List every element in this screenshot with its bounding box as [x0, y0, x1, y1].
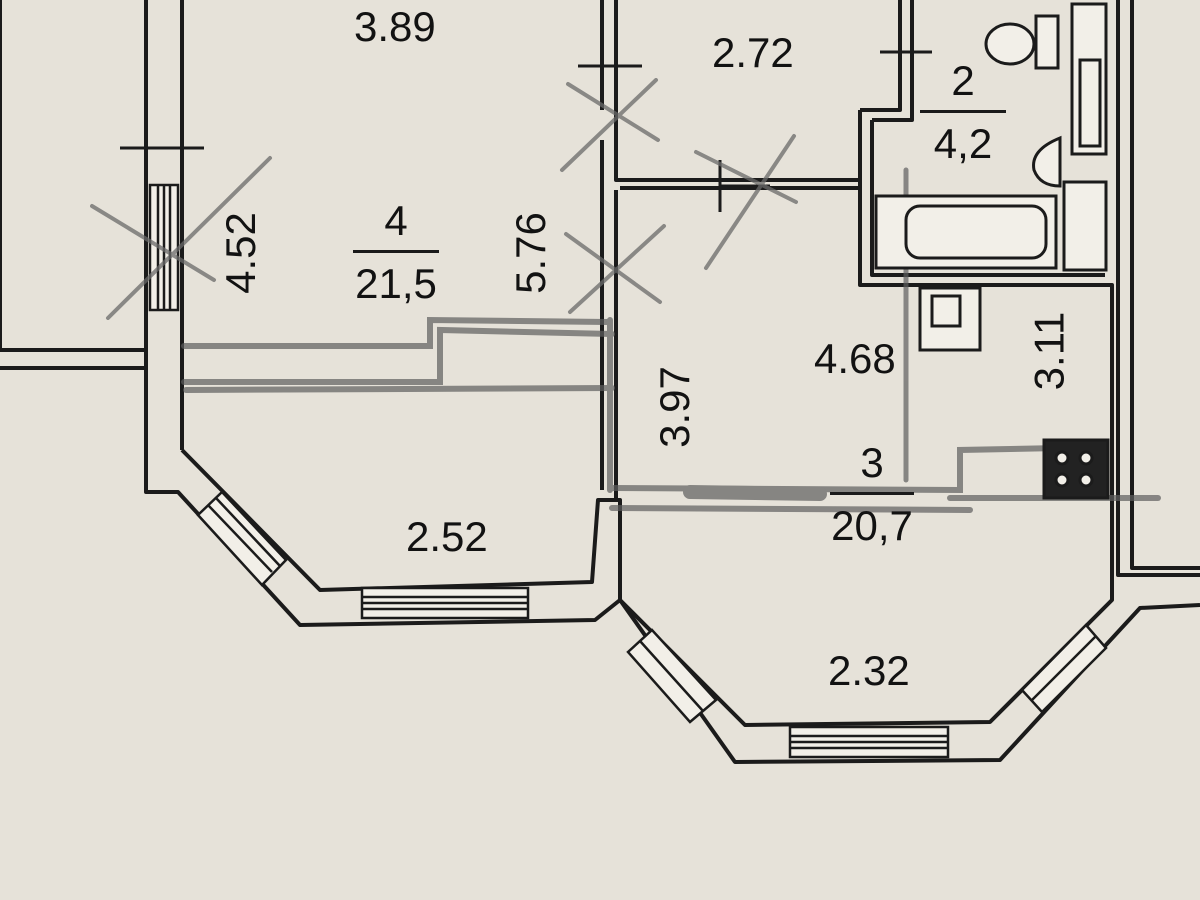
room-area: 21,5	[355, 260, 437, 307]
dimension-label: 3.97	[650, 366, 698, 448]
dimension-label: 3.11	[1025, 311, 1073, 391]
room-label-3: 3 20,7	[826, 442, 918, 547]
dimension-label: 2.52	[406, 513, 488, 560]
window-icon	[148, 183, 1108, 759]
room-area: 20,7	[831, 502, 913, 549]
room-number: 2	[951, 57, 975, 104]
room-number: 3	[860, 439, 884, 486]
dimension-label: 2.72	[712, 29, 794, 76]
cross-mark-icon	[90, 78, 798, 320]
room-label-4: 4 21,5	[352, 200, 440, 305]
walls	[0, 0, 1200, 764]
dimension-label: 4.68	[814, 335, 896, 382]
washbasin-icon	[1032, 2, 1108, 188]
stove-icon	[1042, 438, 1110, 500]
dimension-label: 3.89	[354, 3, 436, 50]
toilet-icon	[984, 14, 1060, 70]
dimension-label: 5.76	[506, 212, 554, 294]
dimension-label: 2.32	[828, 647, 910, 694]
room-area: 4,2	[933, 120, 993, 167]
bathtub-icon	[874, 180, 1108, 272]
pencil-marks	[181, 167, 1161, 513]
room-number: 4	[384, 197, 408, 244]
room-label-2: 2 4,2	[920, 60, 1006, 165]
sink-icon	[918, 286, 982, 352]
dimension-label: 4.52	[216, 212, 264, 294]
